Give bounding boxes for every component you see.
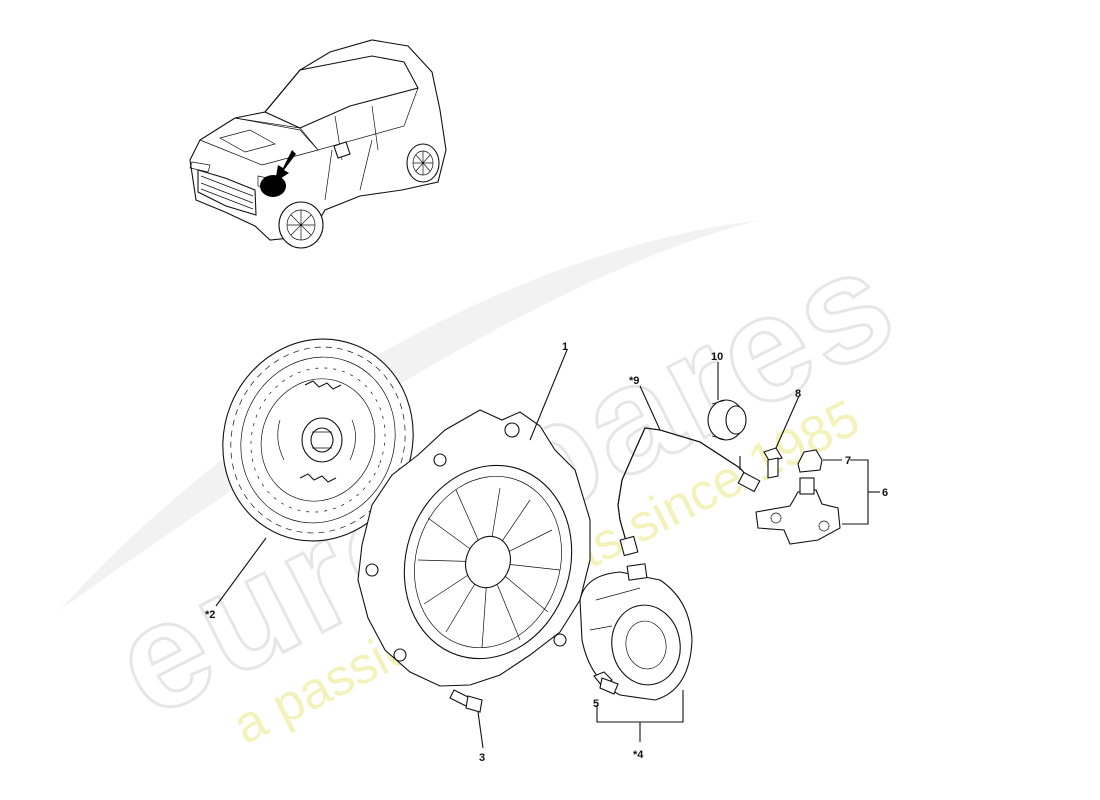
clutch-disc — [222, 338, 414, 542]
car-locator-illustration — [189, 39, 447, 249]
bleeder-cap — [797, 449, 823, 473]
leader-lines — [215, 349, 880, 749]
callout-1: 1 — [562, 341, 568, 353]
car-locator-arrow-icon — [275, 150, 296, 182]
callout-4: *4 — [633, 749, 644, 761]
callout-5: 5 — [593, 698, 599, 710]
callout-6: 6 — [882, 487, 888, 499]
pipe-bracket — [755, 477, 841, 545]
callout-9: *9 — [629, 375, 639, 387]
callout-2: *2 — [205, 609, 215, 621]
pressure-plate-bolt — [449, 689, 483, 713]
callout-3: 3 — [479, 752, 485, 764]
grommet — [707, 399, 747, 441]
locator-highlight-icon — [260, 175, 286, 197]
pressure-plate — [357, 409, 591, 687]
callout-labels: 1 *2 3 *4 5 6 7 8 *9 10 — [205, 341, 888, 764]
callout-8: 8 — [795, 388, 801, 400]
mounting-bolt — [763, 447, 783, 479]
hydraulic-pipe — [617, 427, 761, 557]
callout-7: 7 — [845, 455, 851, 467]
bleed-screw — [593, 671, 619, 695]
callout-10: 10 — [711, 351, 723, 363]
